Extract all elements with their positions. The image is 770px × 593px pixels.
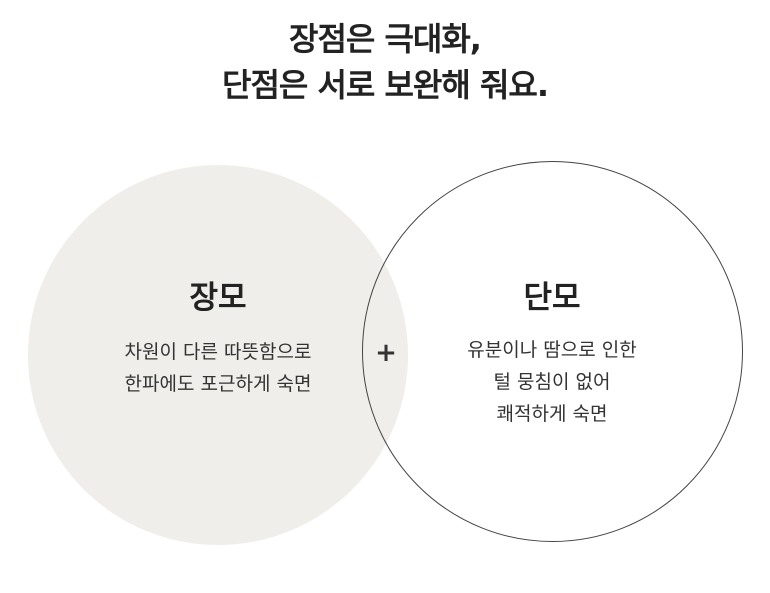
desc-line: 유분이나 땀으로 인한 [467,339,637,361]
desc-line: 쾌적하게 숙면 [496,403,608,425]
title-line-1: 장점은 극대화, [289,20,482,58]
long-hair-circle [28,165,408,545]
desc-line: 한파에도 포근하게 숙면 [124,373,312,395]
desc-line: 털 뭉침이 없어 [493,371,611,393]
short-hair-circle [362,161,743,542]
title-line-2: 단점은 서로 보완해 줘요. [222,66,549,104]
page-title: 장점은 극대화, 단점은 서로 보완해 줘요. [0,16,770,108]
short-hair-heading: 단모 [523,280,581,316]
plus-icon: + [375,338,397,368]
long-hair-heading: 장모 [189,280,247,316]
desc-line: 차원이 다른 따뜻함으로 [124,341,312,363]
short-hair-description: 유분이나 땀으로 인한 털 뭉침이 없어 쾌적하게 숙면 [392,334,712,430]
long-hair-description: 차원이 다른 따뜻함으로 한파에도 포근하게 숙면 [58,336,378,400]
